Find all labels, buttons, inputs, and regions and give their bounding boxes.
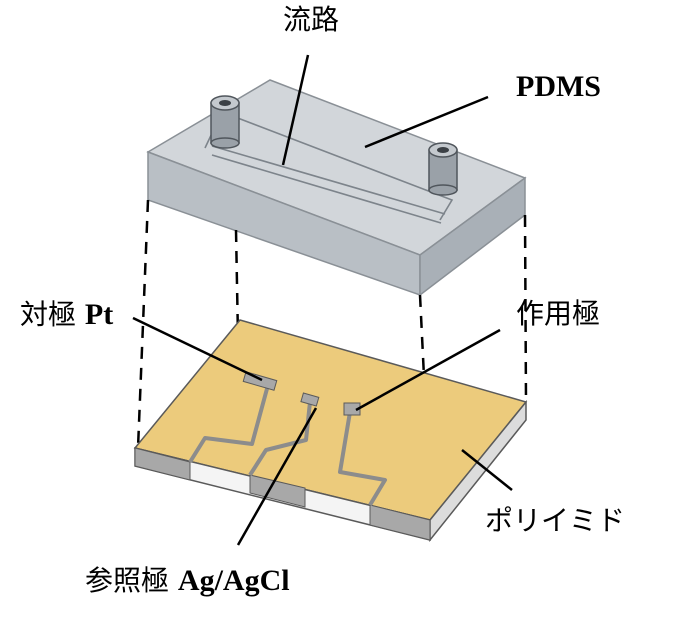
reference-electrode-pad <box>300 392 320 407</box>
pdms-label: PDMS <box>516 70 601 103</box>
contact-pads <box>134 447 431 541</box>
channel-label: 流路 <box>283 3 340 36</box>
polyimide-label: ポリイミド <box>485 504 626 537</box>
leader-lines <box>132 54 513 546</box>
outlet-port <box>428 142 458 196</box>
reference-electrode-label: 参照極 Ag/AgCl <box>85 564 290 597</box>
counter-electrode-label: 対極 Pt <box>20 298 114 331</box>
inlet-port <box>210 95 240 149</box>
working-electrode-label: 作用極 <box>516 297 601 330</box>
